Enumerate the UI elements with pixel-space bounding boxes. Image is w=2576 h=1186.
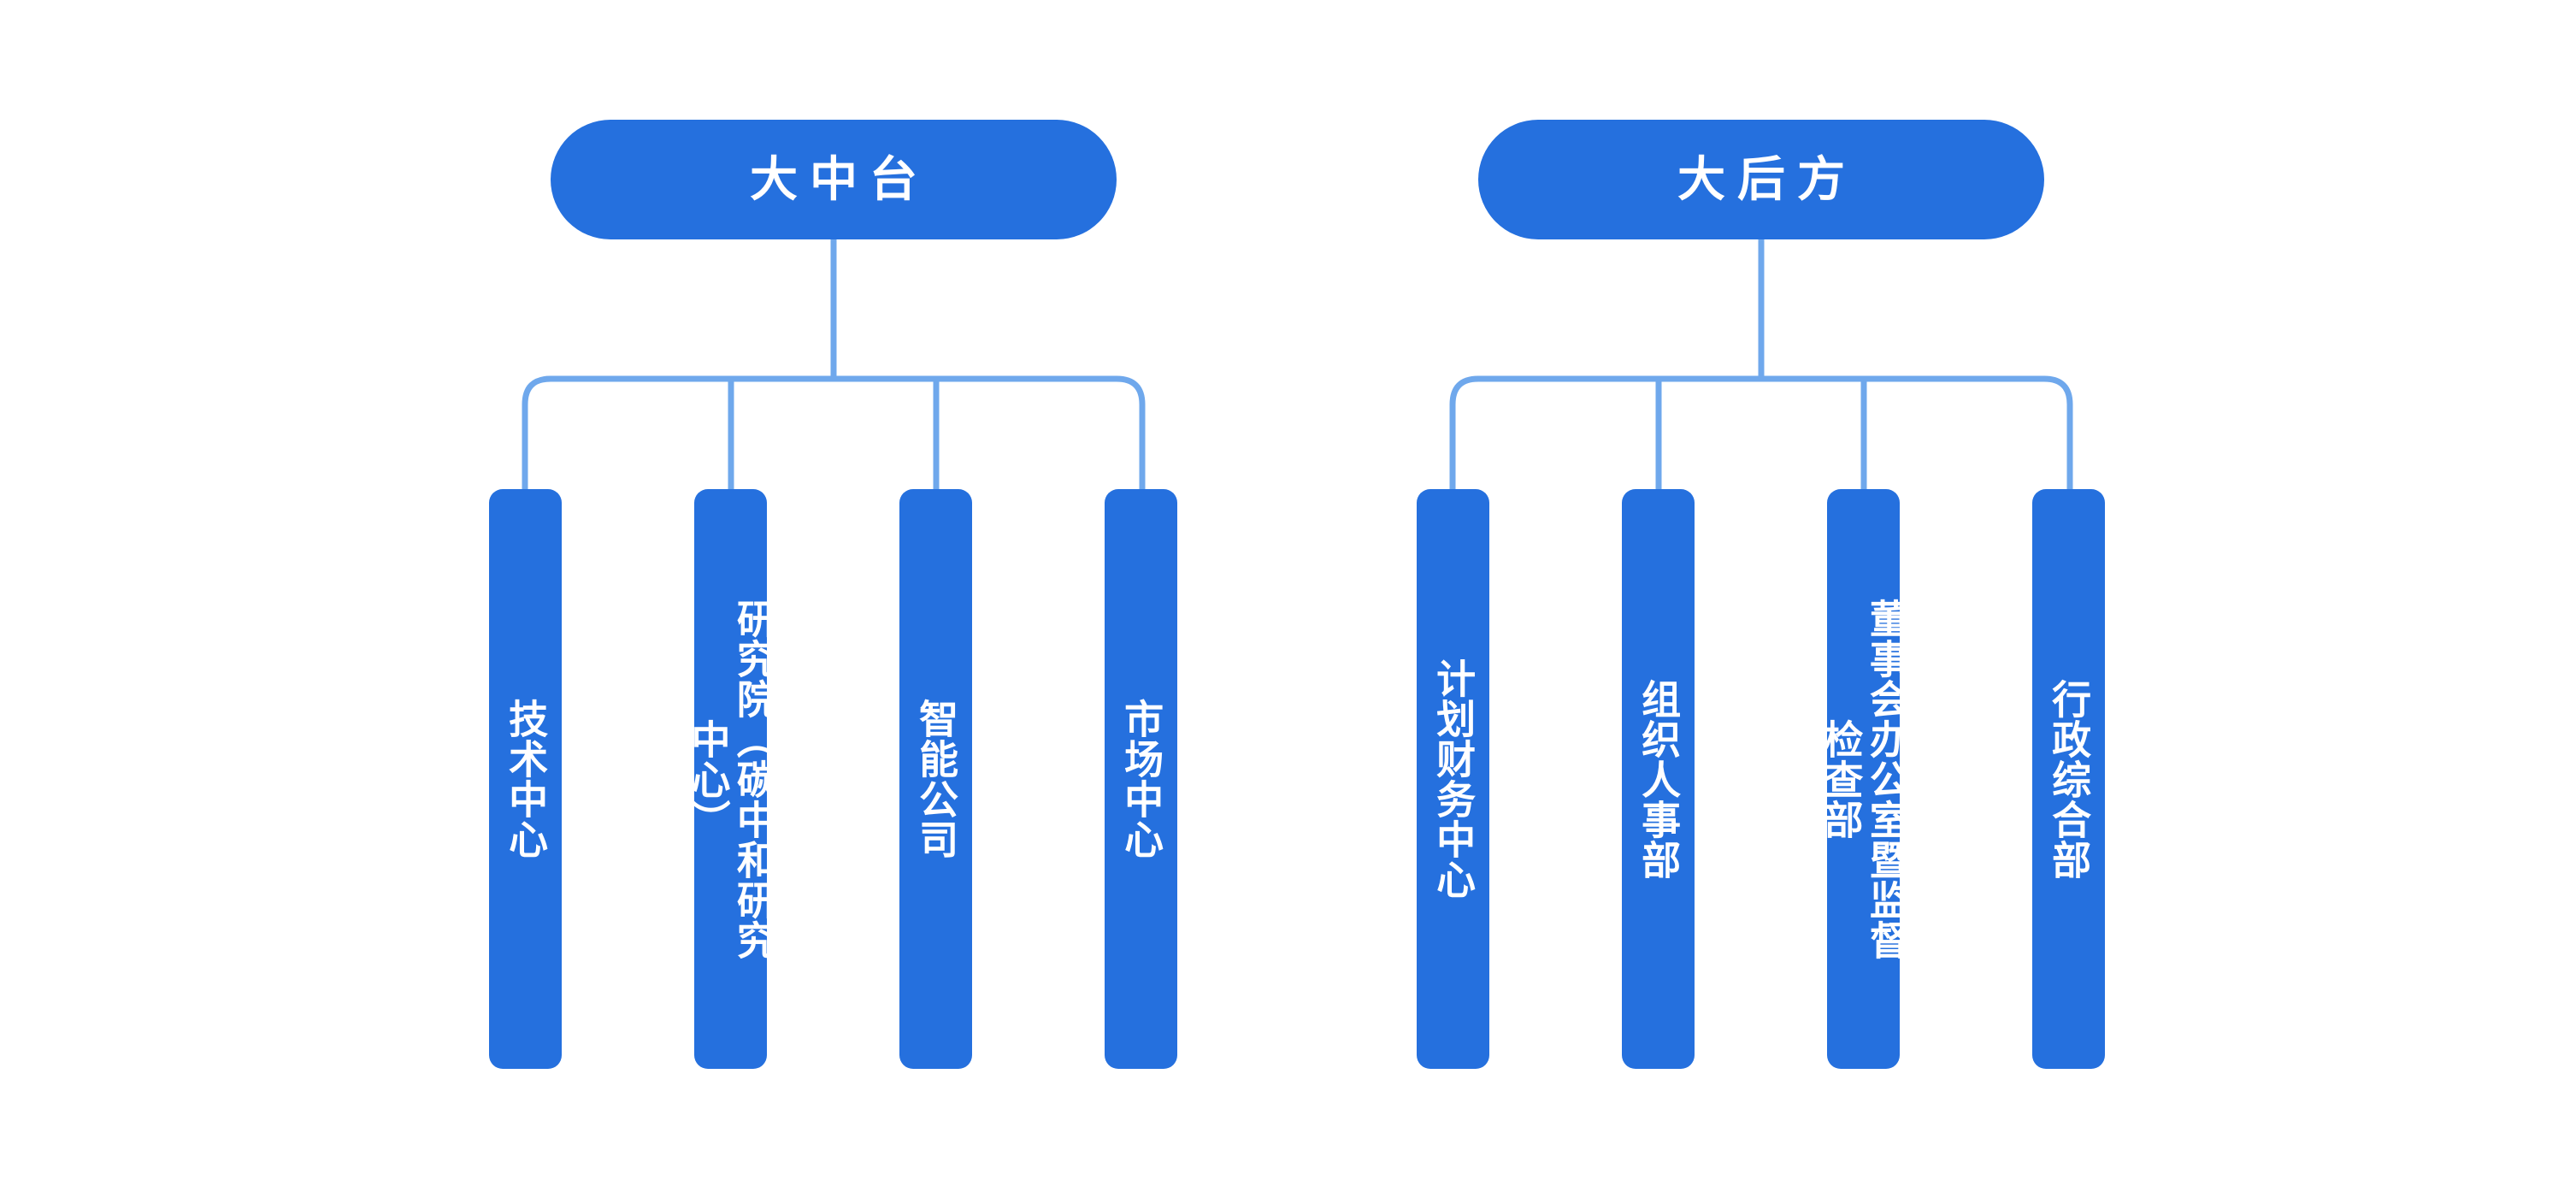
dept-box-intelligent-co[interactable]: 智能公司: [899, 489, 972, 1069]
dept-box-tech-center[interactable]: 技术中心: [489, 489, 562, 1069]
connector-bus-group-1: [522, 375, 1146, 489]
dept-box-admin-general-dept[interactable]: 行政综合部: [2032, 489, 2105, 1069]
dept-box-research-academy[interactable]: 研究院（碳中和研究中心）: [694, 489, 767, 1069]
dept-box-label: 董事会办公室暨监督检查部: [1827, 598, 1900, 960]
group-header-label: 大后方: [1677, 152, 1857, 206]
dept-box-org-personnel-dept[interactable]: 组织人事部: [1622, 489, 1695, 1069]
group-header-label: 大中台: [750, 152, 929, 206]
dept-box-label: 行政综合部: [2047, 678, 2092, 880]
dept-box-label: 市场中心: [1119, 699, 1164, 859]
group-header-rear-support[interactable]: 大后方: [1478, 120, 2044, 239]
connector-bus-group-2: [1449, 375, 2073, 489]
dept-box-label: 研究院（碳中和研究中心）: [694, 598, 767, 960]
group-header-mid-platform[interactable]: 大中台: [551, 120, 1117, 239]
dept-box-label: 组织人事部: [1636, 678, 1682, 880]
dept-box-plan-finance-center[interactable]: 计划财务中心: [1417, 489, 1489, 1069]
dept-box-label: 智能公司: [914, 699, 959, 859]
dept-box-market-center[interactable]: 市场中心: [1105, 489, 1177, 1069]
dept-box-board-office-dept[interactable]: 董事会办公室暨监督检查部: [1827, 489, 1900, 1069]
dept-box-label: 计划财务中心: [1431, 658, 1477, 900]
dept-box-label: 技术中心: [504, 699, 549, 859]
